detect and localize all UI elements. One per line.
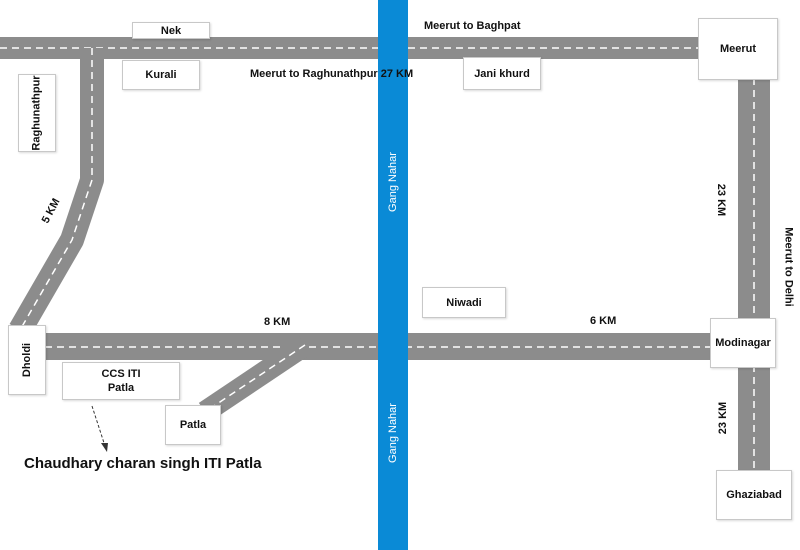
place-ccs-iti-line2: Patla <box>107 382 135 394</box>
place-niwadi: Niwadi <box>422 287 506 318</box>
road-to-patla <box>198 335 312 422</box>
label-meerut-delhi: Meerut to Delhi <box>782 227 795 307</box>
place-nek: Nek <box>132 22 210 39</box>
map-caption: Chaudhary charan singh ITI Patla <box>24 455 262 472</box>
distance-modinagar-ghaziabad: 23 KM <box>717 401 730 435</box>
canal-gang-nahar <box>378 0 408 550</box>
distance-dholdi-canal: 8 KM <box>264 316 291 328</box>
place-ghaziabad: Ghaziabad <box>716 470 792 520</box>
place-meerut: Meerut <box>698 18 778 80</box>
canal-label-upper: Gang Nahar <box>386 152 399 212</box>
place-jani-khurd: Jani khurd <box>463 57 541 90</box>
place-patla: Patla <box>165 405 221 445</box>
road-meerut-modinagar <box>738 78 770 340</box>
place-raghunathpur-label: Raghunathpur <box>31 75 44 151</box>
caption-pointer-icon <box>91 405 108 452</box>
place-ccs-iti-patla: CCS ITI Patla <box>62 362 180 400</box>
place-modinagar: Modinagar <box>710 318 776 368</box>
place-kurali: Kurali <box>122 60 200 90</box>
distance-meerut-modinagar: 23 KM <box>715 183 728 217</box>
place-dholdi: Dholdi <box>8 325 46 395</box>
label-meerut-baghpat: Meerut to Baghpat <box>424 20 521 32</box>
place-ccs-iti-line1: CCS ITI <box>101 368 141 380</box>
place-dholdi-label: Dholdi <box>21 342 33 378</box>
canal-label-lower: Gang Nahar <box>386 403 399 463</box>
distance-canal-modinagar: 6 KM <box>590 315 617 327</box>
road-modinagar-ghaziabad <box>738 365 770 475</box>
place-raghunathpur: Raghunathpur <box>18 74 56 152</box>
label-meerut-raghunathpur: Meerut to Raghunathpur 27 KM <box>250 68 414 80</box>
road-raghunathpur-dholdi <box>9 48 104 337</box>
road-meerut-baghpat <box>0 37 720 59</box>
